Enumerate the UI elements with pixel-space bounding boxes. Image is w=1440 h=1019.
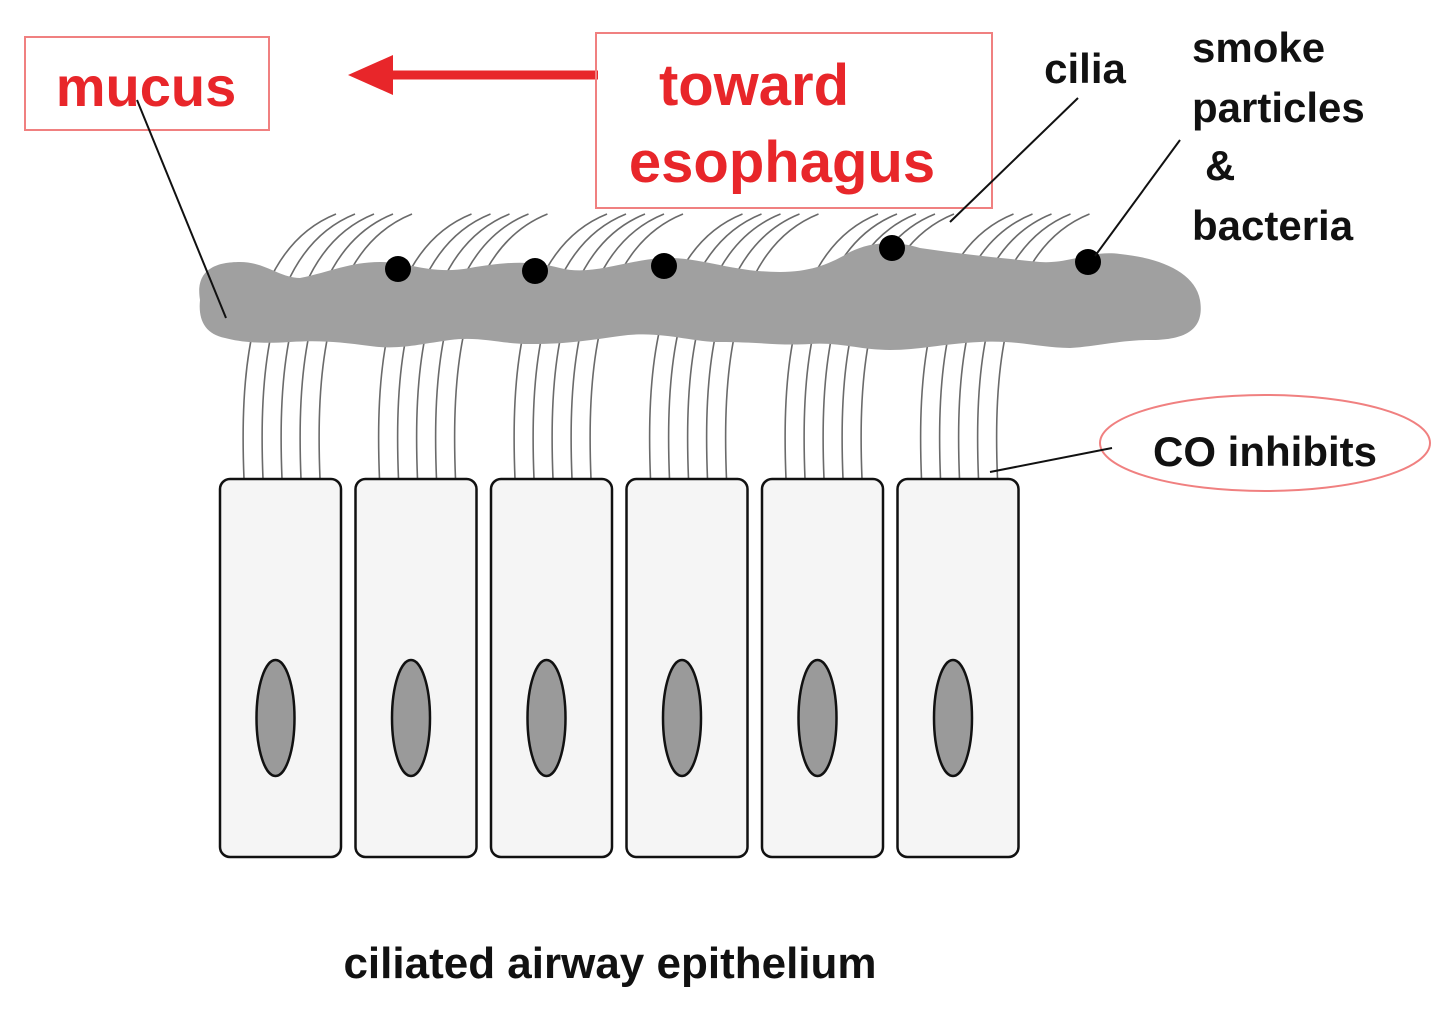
cell-nucleus bbox=[932, 658, 974, 778]
direction-label-box bbox=[595, 32, 993, 209]
cilium bbox=[396, 213, 491, 480]
particle bbox=[522, 258, 548, 284]
particles-label-line2: particles bbox=[1192, 84, 1365, 131]
particles-leader-line bbox=[1094, 139, 1181, 257]
co-inhibits-label: CO inhibits bbox=[1153, 428, 1377, 475]
cilium bbox=[415, 213, 510, 480]
particle bbox=[385, 256, 411, 282]
cell-nucleus bbox=[526, 658, 567, 778]
particles-label-line4: bacteria bbox=[1192, 202, 1354, 249]
direction-label-line1: toward bbox=[659, 53, 849, 118]
direction-arrowhead bbox=[348, 55, 393, 95]
cilium bbox=[513, 213, 608, 480]
particles-label-line3: & bbox=[1205, 142, 1235, 189]
cilium bbox=[667, 213, 762, 480]
particle bbox=[879, 235, 905, 261]
direction-label-line2: esophagus bbox=[629, 130, 935, 195]
particle bbox=[651, 253, 677, 279]
cells-group bbox=[218, 477, 1020, 859]
cell-nucleus bbox=[390, 658, 432, 778]
co-inhibits-ellipse bbox=[1099, 394, 1431, 492]
particles-label-line1: smoke bbox=[1192, 24, 1325, 71]
cilium bbox=[280, 213, 375, 480]
diagram-caption: ciliated airway epithelium bbox=[343, 939, 876, 988]
cilium bbox=[242, 213, 337, 480]
mucus-label-box bbox=[24, 36, 270, 131]
co-inhibits-leader-line bbox=[989, 447, 1113, 473]
cell-nucleus bbox=[661, 658, 703, 778]
mucus-leader-line bbox=[136, 99, 227, 319]
mucus-layer bbox=[199, 243, 1201, 350]
cilium bbox=[686, 213, 781, 480]
cell-nucleus bbox=[255, 658, 296, 778]
cilium bbox=[551, 213, 646, 480]
mucus-label: mucus bbox=[56, 55, 237, 118]
cilium bbox=[957, 213, 1052, 480]
cilium bbox=[261, 213, 356, 480]
cilia-leader-line bbox=[949, 97, 1079, 223]
cilium bbox=[532, 213, 627, 480]
cell-nucleus bbox=[797, 658, 838, 778]
cilia-label: cilia bbox=[1044, 45, 1126, 92]
